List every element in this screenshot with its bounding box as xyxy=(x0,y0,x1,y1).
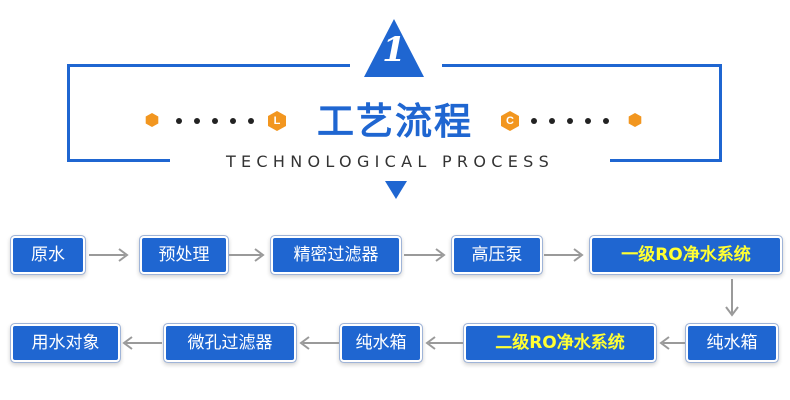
flow-arrow-right-icon xyxy=(544,248,584,262)
flow-arrow-left-icon xyxy=(659,336,685,350)
flow-arrow-right-icon xyxy=(229,248,265,262)
decor-dot xyxy=(176,118,182,124)
decor-dot xyxy=(531,118,537,124)
hexagon-left-letter: L xyxy=(273,115,281,127)
decor-dot xyxy=(212,118,218,124)
flow-step-water-user: 用水对象 xyxy=(13,326,118,360)
flow-arrow-left-icon xyxy=(122,336,162,350)
section-subtitle: TECHNOLOGICAL PROCESS xyxy=(225,152,555,171)
flow-arrow-right-icon xyxy=(89,248,129,262)
flow-arrow-down-icon xyxy=(725,279,739,317)
flow-step-primary-ro: 一级RO净水系统 xyxy=(592,238,780,272)
step-number: 1 xyxy=(382,30,406,70)
hexagon-frame-right-icon xyxy=(628,113,642,127)
flow-step-raw-water: 原水 xyxy=(13,238,83,272)
flow-step-high-pressure-pump: 高压泵 xyxy=(454,238,540,272)
flow-step-precision-filter: 精密过滤器 xyxy=(273,238,399,272)
decor-dot xyxy=(194,118,200,124)
flow-arrow-right-icon xyxy=(404,248,446,262)
step-triangle-icon xyxy=(364,19,424,77)
flow-arrow-left-icon xyxy=(299,336,339,350)
flow-step-pretreatment: 预处理 xyxy=(142,238,226,272)
flow-step-secondary-ro: 二级RO净水系统 xyxy=(466,326,654,360)
decor-dot xyxy=(603,118,609,124)
decor-dot xyxy=(567,118,573,124)
flow-arrow-left-icon xyxy=(425,336,463,350)
down-triangle-icon xyxy=(385,181,407,199)
decor-dot xyxy=(248,118,254,124)
decor-dot xyxy=(230,118,236,124)
frame-gap-bottom xyxy=(170,150,610,174)
flow-step-pure-water-tank-1: 纯水箱 xyxy=(688,326,776,360)
decor-dot xyxy=(549,118,555,124)
decor-dot xyxy=(585,118,591,124)
section-title: 工艺流程 xyxy=(317,100,473,143)
flow-step-pure-water-tank-2: 纯水箱 xyxy=(342,326,420,360)
flow-step-micro-filter: 微孔过滤器 xyxy=(166,326,294,360)
hexagon-right-icon xyxy=(501,111,519,131)
hexagon-left-icon xyxy=(268,111,286,131)
hexagon-right-letter: C xyxy=(506,115,514,127)
hexagon-frame-left-icon xyxy=(145,113,159,127)
